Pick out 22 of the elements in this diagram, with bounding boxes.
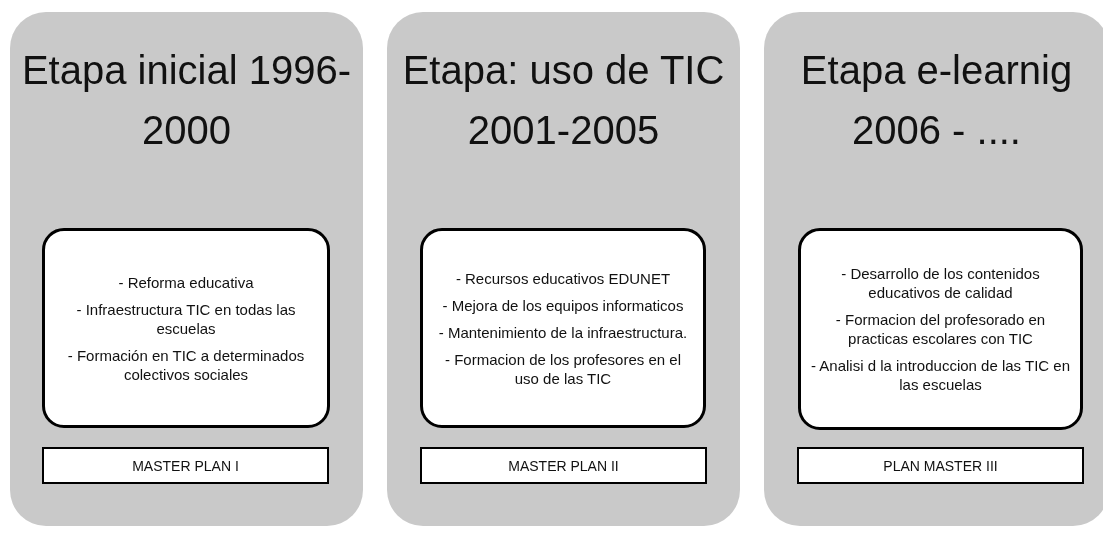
content-card <box>420 228 706 428</box>
bullet-text: - Infraestructura TIC en todas las escuelas <box>75 299 297 338</box>
bullet-text: - Desarrollo de los contenidos educativos de calidad <box>840 264 1041 302</box>
bullet-text: - Recursos educativos EDUNET <box>455 268 671 288</box>
bullet-text: - Reforma educativa <box>118 272 254 292</box>
plan-label-box: MASTER PLAN II <box>420 447 707 484</box>
stage-panel <box>10 12 363 526</box>
bullet-text: - Formación en TIC a determinados colectivos sociales <box>66 345 306 384</box>
bullet-text: - Formacion de los profesores en el uso de las TIC <box>444 349 682 388</box>
stage-title: Etapa: uso de TIC 2001-2005 <box>401 47 726 154</box>
content-card <box>42 228 330 428</box>
stage-panel <box>764 12 1103 526</box>
bullet-text: - Mantenimiento de la infraestructura. <box>438 322 688 342</box>
stage-panel <box>387 12 740 526</box>
bullet-text: - Formacion del profesorado en practicas escolares con TIC <box>834 310 1047 348</box>
content-card <box>798 228 1083 430</box>
bullet-text: - Analisi d la introduccion de las TIC en las escuelas <box>810 356 1071 394</box>
bullet-text: - Mejora de los equipos informaticos <box>442 295 684 315</box>
stage-title: Etapa e-learnig 2006 - .... <box>799 47 1074 154</box>
plan-label-box: MASTER PLAN I <box>42 447 329 484</box>
plan-label-box: PLAN MASTER III <box>797 447 1084 484</box>
stage-title: Etapa inicial 1996-2000 <box>20 47 353 154</box>
